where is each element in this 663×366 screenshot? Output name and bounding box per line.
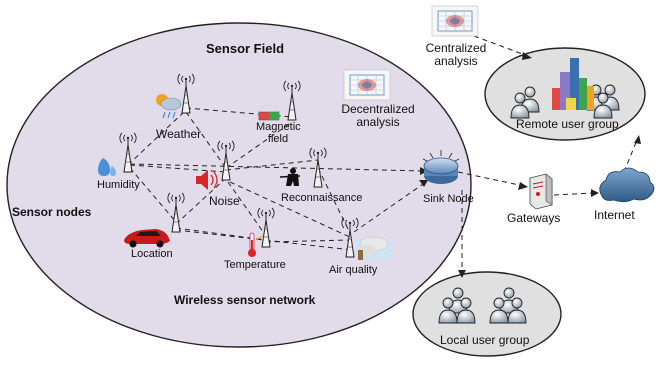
- local-group-label: Local user group: [440, 333, 530, 347]
- reconnaissance-label: Reconnaissance: [281, 192, 363, 204]
- temperature-label: Temperature: [224, 259, 286, 271]
- decentralized-analysis-image: [343, 69, 391, 101]
- speaker-icon: [196, 170, 218, 190]
- humidity-icon: [98, 158, 116, 176]
- thermometer-icon: [248, 232, 263, 257]
- air-quality-label: Air quality: [329, 264, 378, 276]
- car-icon: [124, 229, 170, 248]
- gateways-label: Gateways: [507, 211, 561, 225]
- magnetic-label: Magnetic field: [256, 121, 301, 145]
- location-label: Location: [131, 248, 173, 260]
- sink-node-icon: [422, 150, 460, 184]
- gateway-icon: [529, 173, 553, 210]
- soldier-icon: [279, 168, 301, 186]
- local-user-group-area: [412, 271, 562, 357]
- internet-label: Internet: [594, 208, 635, 222]
- noise-label: Noise: [209, 194, 240, 208]
- internet-cloud-icon: [599, 167, 655, 203]
- weather-icon: [156, 94, 182, 119]
- magnet-icon: [257, 104, 281, 128]
- decentralized-label: Decentralized analysis: [341, 102, 415, 129]
- sink-node-label: Sink Node: [423, 193, 474, 205]
- centralized-analysis-image: [431, 5, 479, 37]
- humidity-label: Humidity: [97, 179, 140, 191]
- field-title: Sensor Field: [206, 41, 285, 56]
- sensor-nodes-label: Sensor nodes: [12, 205, 92, 219]
- network-label: Wireless sensor network: [174, 293, 316, 307]
- centralized-label: Centralized analysis: [425, 41, 487, 68]
- city-buildings-icon: [552, 58, 594, 110]
- flow-arrows: [129, 35, 638, 272]
- remote-group-label: Remote user group: [516, 117, 619, 131]
- sensor-field: [6, 22, 472, 348]
- weather-label: Weather: [156, 127, 202, 141]
- factory-smoke-icon: [356, 236, 392, 260]
